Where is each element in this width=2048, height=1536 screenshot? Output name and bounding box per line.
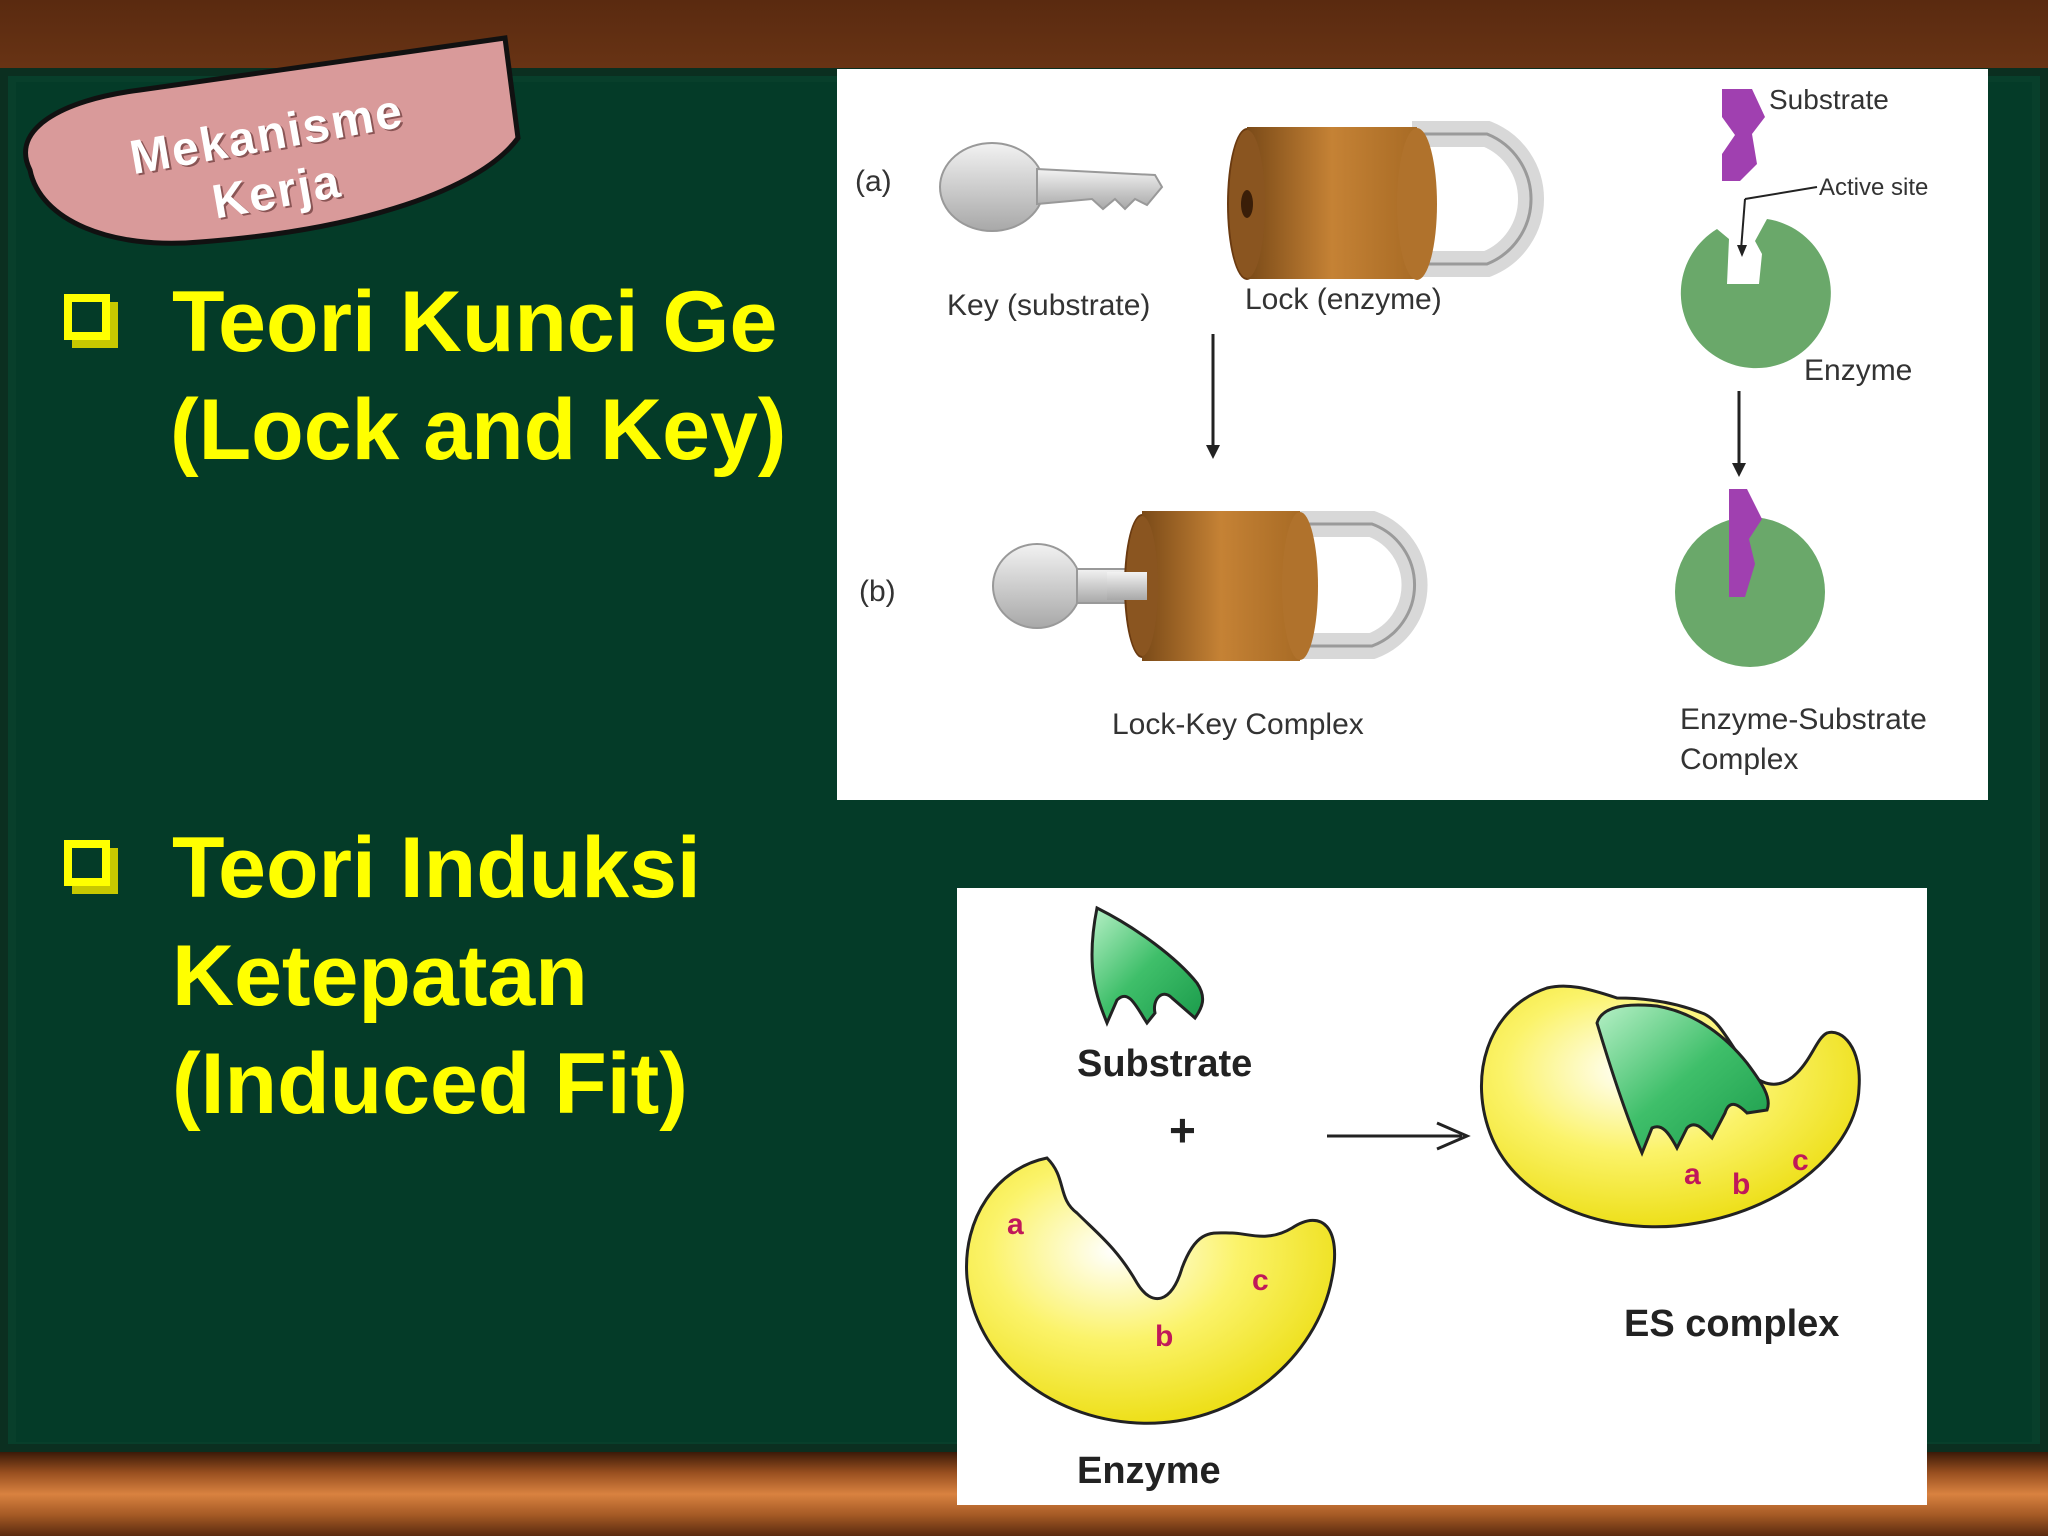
lock-key-complex-icon (992, 511, 1428, 661)
arrow-right-icon (1327, 1121, 1471, 1151)
arrow-down-icon (1732, 391, 1746, 477)
lock-label: Lock (enzyme) (1245, 283, 1442, 316)
es-label-line-1: Enzyme-Substrate (1680, 703, 1927, 736)
checkbox-bullet-icon (64, 294, 110, 340)
active-site-label: Active site (1819, 174, 1928, 201)
part-a-label: (a) (855, 165, 892, 198)
enzyme-label: Enzyme (1077, 1450, 1221, 1492)
key-label: Key (substrate) (947, 289, 1150, 322)
part-b-label: (b) (859, 575, 896, 608)
induced-fit-diagram: Substrate + a b c Enzyme a b c ES comple… (957, 888, 1927, 1505)
heading-2-line-3: (Induced Fit) (172, 1036, 688, 1132)
lock-and-key-svg: (a) (b) Key (substrate) Lock (enzyme) (855, 84, 1928, 776)
key-icon (939, 142, 1164, 232)
heading-2-line-1: Teori Induksi (172, 820, 701, 916)
induced-fit-svg: Substrate + a b c Enzyme a b c ES comple… (965, 905, 1861, 1492)
enzyme-shape (1680, 219, 1831, 369)
lock-and-key-diagram: (a) (b) Key (substrate) Lock (enzyme) (837, 69, 1988, 800)
label-shape (23, 35, 521, 246)
es-complex-label: ES complex (1624, 1303, 1839, 1345)
enzyme-label: Enzyme (1804, 354, 1912, 387)
es-label-line-2: Complex (1680, 743, 1798, 776)
substrate-label: Substrate (1077, 1043, 1252, 1085)
es-site-a-label: a (1684, 1158, 1701, 1191)
substrate-shape (1722, 89, 1765, 181)
arrow-down-icon (1206, 334, 1220, 459)
lock-icon (1227, 121, 1545, 280)
enzyme-shape (965, 1156, 1337, 1425)
site-b-label: b (1155, 1320, 1173, 1353)
site-a-label: a (1007, 1208, 1024, 1241)
es-site-c-label: c (1792, 1144, 1809, 1177)
plus-sign: + (1169, 1104, 1196, 1156)
mechanism-label: Mekanisme Kerja (0, 20, 540, 260)
checkbox-bullet-icon (64, 840, 110, 886)
substrate-label: Substrate (1769, 84, 1889, 115)
substrate-shape (1090, 905, 1205, 1027)
complex-label: Lock-Key Complex (1112, 708, 1364, 741)
enzyme-substrate-complex-shape (1675, 517, 1825, 667)
bound-substrate-shape (1729, 489, 1762, 597)
heading-1-line-1: Teori Kunci Ge (172, 274, 778, 370)
heading-1-line-2: (Lock and Key) (172, 382, 787, 478)
heading-induced-fit: Teori Induksi Ketepatan (Induced Fit) (172, 814, 701, 1138)
site-c-label: c (1252, 1264, 1269, 1297)
heading-2-line-2: Ketepatan (172, 928, 588, 1024)
es-site-b-label: b (1732, 1168, 1750, 1201)
heading-lock-and-key: Teori Kunci Ge (Lock and Key) (172, 268, 832, 484)
bound-substrate-shape (1595, 1003, 1770, 1157)
